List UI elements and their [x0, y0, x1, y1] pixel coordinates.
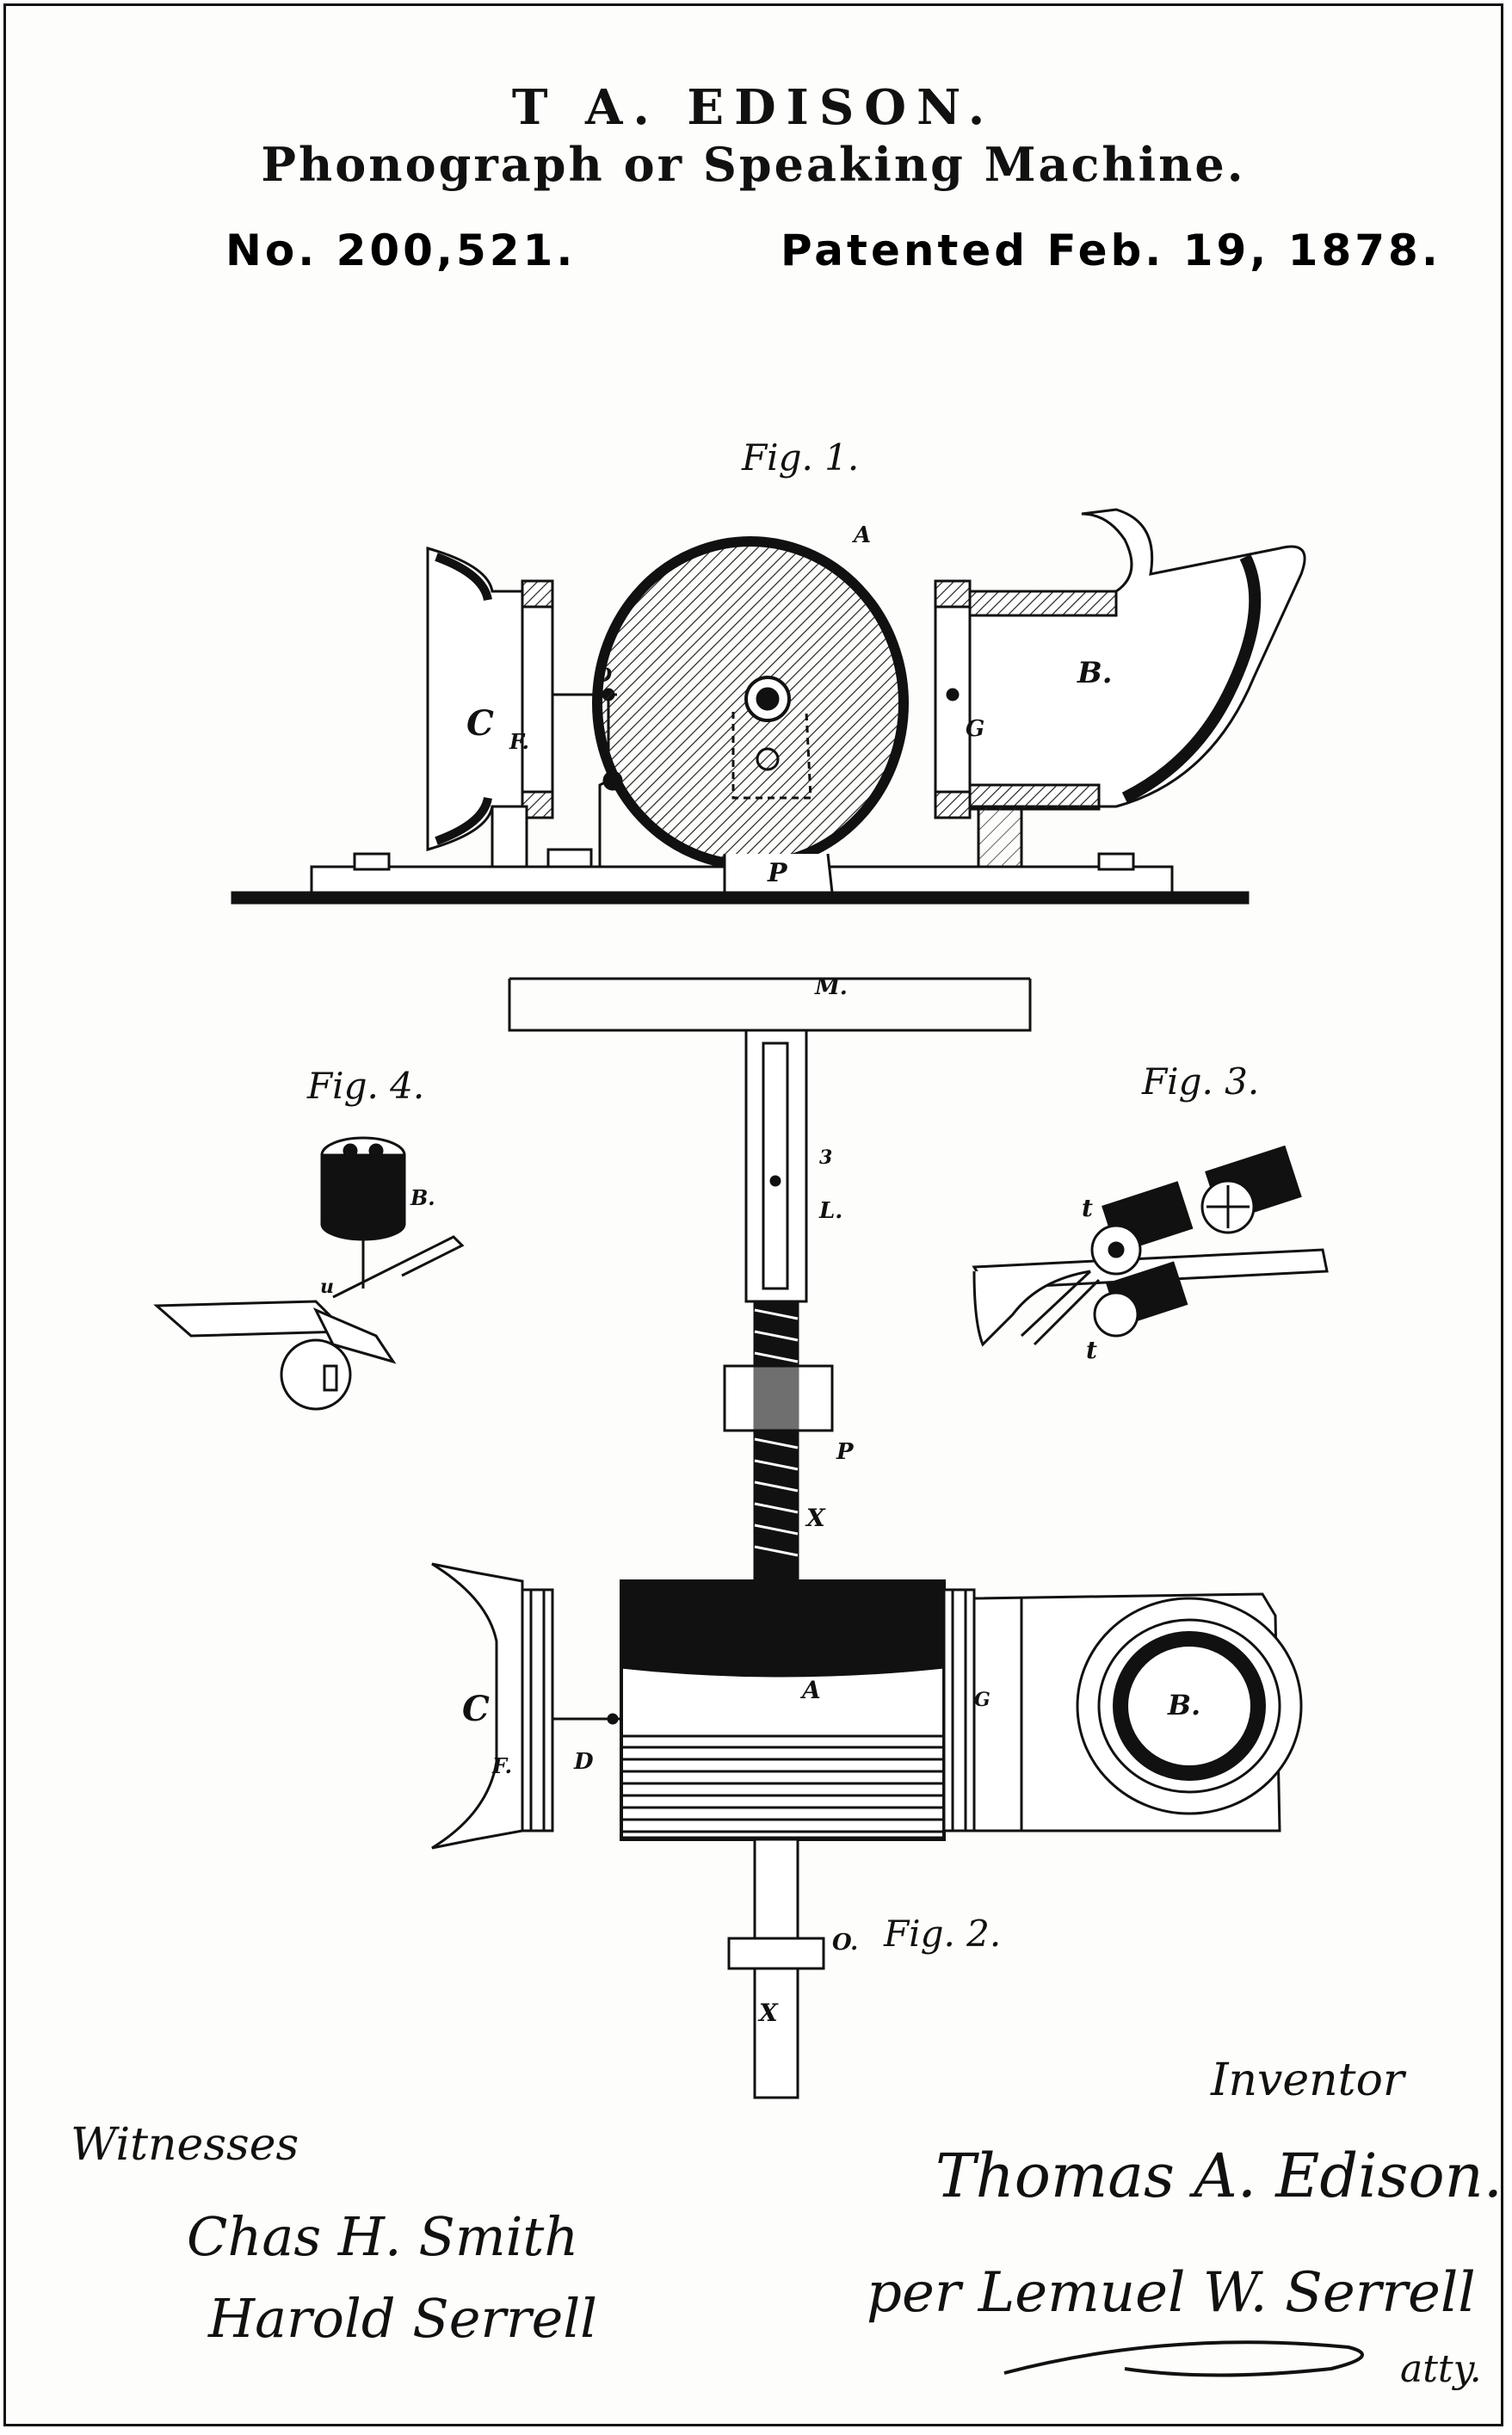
- label-D-fig1: D: [596, 664, 613, 687]
- label-C-fig2: C: [462, 1689, 490, 1729]
- label-B-fig2: B.: [1168, 1689, 1201, 1721]
- label-L: L.: [819, 1198, 843, 1224]
- patent-date: Patented Feb. 19, 1878.: [781, 226, 1441, 275]
- signature-flourish: [1003, 2340, 1364, 2377]
- label-D-fig2: D: [574, 1749, 594, 1775]
- label-G-fig1: G: [966, 716, 985, 742]
- patent-title: Phonograph or Speaking Machine.: [261, 137, 1246, 192]
- label-F-fig2: F.: [492, 1753, 512, 1778]
- witness-signature-2: Harold Serrell: [208, 2287, 598, 2350]
- label-B-fig1: B.: [1077, 656, 1113, 690]
- attorney-suffix: atty.: [1400, 2347, 1482, 2391]
- label-C-fig1: C: [466, 703, 494, 744]
- label-X-lower: X: [759, 1999, 778, 2027]
- figure-3-caption: Fig. 3.: [1142, 1060, 1260, 1103]
- figure-2-drawing: [431, 977, 1303, 2099]
- label-t-lower: t: [1086, 1336, 1097, 1364]
- label-t-upper: t: [1082, 1194, 1093, 1222]
- label-M: M.: [815, 974, 848, 1000]
- label-3: 3: [819, 1146, 833, 1169]
- label-A-fig1: A: [854, 522, 872, 548]
- label-A-fig2: A: [802, 1676, 821, 1704]
- figure-4-caption: Fig. 4.: [307, 1065, 425, 1107]
- label-G-fig2: G: [974, 1689, 991, 1711]
- patent-number: No. 200,521.: [225, 226, 577, 275]
- label-P-fig1: P: [768, 858, 787, 888]
- label-B-fig3: B.: [1258, 1172, 1287, 1201]
- label-O: O.: [832, 1930, 859, 1956]
- attorney-signature: per Lemuel W. Serrell: [867, 2261, 1476, 2325]
- figure-1-drawing: [231, 508, 1306, 905]
- label-F-fig1: F.: [509, 729, 529, 754]
- witness-signature-1: Chas H. Smith: [187, 2205, 579, 2268]
- patent-sheet: T A. EDISON. Phonograph or Speaking Mach…: [3, 3, 1503, 2426]
- inventor-signature: Thomas A. Edison.: [935, 2141, 1503, 2211]
- label-B-fig4: B.: [410, 1185, 435, 1210]
- inventor-heading: T A. EDISON.: [511, 79, 996, 136]
- figure-1-caption: Fig. 1.: [742, 436, 860, 479]
- label-P-fig2: P: [836, 1439, 854, 1465]
- figure-3-drawing: [972, 1145, 1329, 1347]
- figure-2-caption: Fig. 2.: [884, 1913, 1002, 1955]
- label-X-upper: X: [806, 1504, 825, 1532]
- witnesses-heading: Witnesses: [71, 2119, 299, 2171]
- figure-4-drawing: [153, 1136, 465, 1411]
- label-u: u: [320, 1276, 334, 1298]
- inventor-heading-script: Inventor: [1211, 2055, 1404, 2106]
- patent-drawings: [153, 508, 1329, 2099]
